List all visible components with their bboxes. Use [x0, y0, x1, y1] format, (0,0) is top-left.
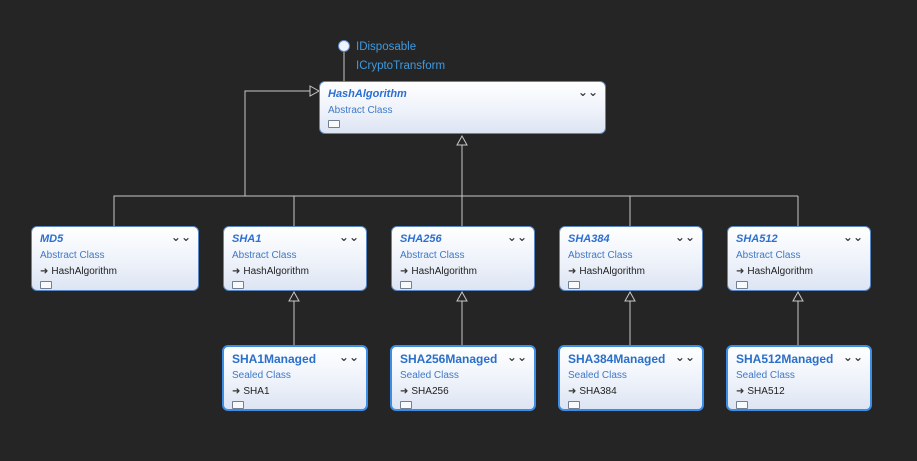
base-class-name: HashAlgorithm: [747, 266, 813, 277]
class-name: SHA512: [736, 233, 778, 245]
base-class-name: SHA1: [243, 386, 270, 397]
inheritance-arrowhead-icon: [456, 290, 468, 302]
base-class: ➜SHA1: [232, 386, 358, 398]
lollipop-icon: [338, 40, 350, 52]
chevron-double-down-icon[interactable]: ⌄⌄: [674, 350, 695, 364]
base-class: ➜SHA256: [400, 386, 526, 398]
base-class: ➜HashAlgorithm: [232, 266, 358, 278]
inheritance-arrowhead-icon: [624, 290, 636, 302]
class-name: SHA256Managed: [400, 352, 498, 366]
class-shape-sha512managed[interactable]: SHA512Managed Sealed Class ➜SHA512 ⌄⌄: [726, 345, 872, 411]
chevron-double-down-icon[interactable]: ⌄⌄: [674, 230, 695, 244]
class-kind: Abstract Class: [568, 250, 633, 261]
class-shape-sha1[interactable]: SHA1 Abstract Class ➜HashAlgorithm ⌄⌄: [223, 226, 367, 291]
class-name: SHA1Managed: [232, 352, 317, 366]
arrow-right-icon: ➜: [568, 386, 577, 397]
arrow-right-icon: ➜: [40, 266, 49, 277]
inheritance-arrowhead-icon: [309, 85, 321, 97]
class-kind: Abstract Class: [328, 105, 393, 116]
inheritance-arrowhead-icon: [792, 290, 804, 302]
class-kind: Sealed Class: [568, 370, 627, 381]
arrow-right-icon: ➜: [736, 266, 745, 277]
base-class-name: HashAlgorithm: [579, 266, 645, 277]
class-kind: Abstract Class: [400, 250, 465, 261]
chevron-double-down-icon[interactable]: ⌄⌄: [338, 350, 359, 364]
chevron-double-down-icon[interactable]: ⌄⌄: [506, 350, 527, 364]
chevron-double-down-icon[interactable]: ⌄⌄: [577, 85, 598, 99]
class-kind: Abstract Class: [40, 250, 105, 261]
class-name: MD5: [40, 233, 64, 245]
class-name: SHA384: [568, 233, 610, 245]
class-name: SHA1: [232, 233, 262, 245]
members-icon: [232, 281, 244, 289]
arrow-right-icon: ➜: [400, 266, 409, 277]
class-name: SHA384Managed: [568, 352, 666, 366]
members-icon: [568, 281, 580, 289]
arrow-right-icon: ➜: [232, 266, 241, 277]
members-icon: [40, 281, 52, 289]
interface-label-icryptotransform: ICryptoTransform: [356, 60, 446, 72]
class-shape-sha384managed[interactable]: SHA384Managed Sealed Class ➜SHA384 ⌄⌄: [558, 345, 704, 411]
base-class: ➜HashAlgorithm: [40, 266, 190, 278]
members-icon: [328, 120, 340, 128]
base-class-name: SHA256: [411, 386, 449, 397]
class-shape-sha256managed[interactable]: SHA256Managed Sealed Class ➜SHA256 ⌄⌄: [390, 345, 536, 411]
chevron-double-down-icon[interactable]: ⌄⌄: [842, 350, 863, 364]
class-name: SHA512Managed: [736, 352, 834, 366]
class-shape-sha384[interactable]: SHA384 Abstract Class ➜HashAlgorithm ⌄⌄: [559, 226, 703, 291]
arrow-right-icon: ➜: [232, 386, 241, 397]
base-class: ➜SHA512: [736, 386, 862, 398]
class-shape-sha1managed[interactable]: SHA1Managed Sealed Class ➜SHA1 ⌄⌄: [222, 345, 368, 411]
class-name: HashAlgorithm: [328, 88, 407, 100]
base-class-name: HashAlgorithm: [51, 266, 117, 277]
arrow-right-icon: ➜: [400, 386, 409, 397]
base-class: ➜HashAlgorithm: [736, 266, 862, 278]
class-shape-sha256[interactable]: SHA256 Abstract Class ➜HashAlgorithm ⌄⌄: [391, 226, 535, 291]
class-name: SHA256: [400, 233, 442, 245]
members-icon: [400, 281, 412, 289]
base-class-name: SHA512: [747, 386, 785, 397]
chevron-double-down-icon[interactable]: ⌄⌄: [842, 230, 863, 244]
members-icon: [736, 401, 748, 409]
class-kind: Sealed Class: [232, 370, 291, 381]
arrow-right-icon: ➜: [736, 386, 745, 397]
class-kind: Abstract Class: [736, 250, 801, 261]
base-class-name: HashAlgorithm: [243, 266, 309, 277]
inheritance-arrowhead-icon: [288, 290, 300, 302]
class-kind: Sealed Class: [736, 370, 795, 381]
connectors: [113, 51, 799, 345]
base-class-name: HashAlgorithm: [411, 266, 477, 277]
members-icon: [736, 281, 748, 289]
base-class-name: SHA384: [579, 386, 617, 397]
base-class: ➜SHA384: [568, 386, 694, 398]
members-icon: [232, 401, 244, 409]
class-kind: Sealed Class: [400, 370, 459, 381]
base-class: ➜HashAlgorithm: [400, 266, 526, 278]
base-class: ➜HashAlgorithm: [568, 266, 694, 278]
class-shape-md5[interactable]: MD5 Abstract Class ➜HashAlgorithm ⌄⌄: [31, 226, 199, 291]
chevron-double-down-icon[interactable]: ⌄⌄: [338, 230, 359, 244]
inheritance-arrowhead-icon: [456, 134, 468, 146]
arrow-right-icon: ➜: [568, 266, 577, 277]
class-shape-sha512[interactable]: SHA512 Abstract Class ➜HashAlgorithm ⌄⌄: [727, 226, 871, 291]
interface-label-idisposable: IDisposable: [356, 41, 417, 53]
class-kind: Abstract Class: [232, 250, 297, 261]
members-icon: [568, 401, 580, 409]
chevron-double-down-icon[interactable]: ⌄⌄: [170, 230, 191, 244]
members-icon: [400, 401, 412, 409]
md5-inheritance-line: [113, 90, 310, 226]
chevron-double-down-icon[interactable]: ⌄⌄: [506, 230, 527, 244]
class-shape-hashalgorithm[interactable]: HashAlgorithm Abstract Class ⌄⌄: [319, 81, 606, 134]
